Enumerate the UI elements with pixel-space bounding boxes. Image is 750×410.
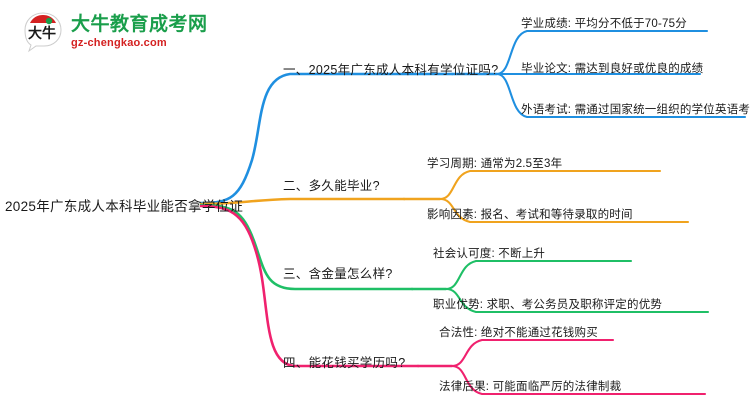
branch-3-child-1-connector (444, 259, 633, 291)
root-node[interactable]: 2025年广东成人本科毕业能否拿学位证 (5, 199, 244, 214)
branch-4-child-1-connector (450, 338, 615, 368)
root-to-branch-2-connector (199, 197, 406, 206)
leaf-node-1-1[interactable]: 学业成绩: 平均分不低于70-75分 (521, 18, 687, 30)
branch-4-child-2-connector (450, 364, 707, 396)
leaf-node-1-3[interactable]: 外语考试: 需通过国家统一组织的学位英语考试 (521, 104, 750, 116)
leaf-node-1-2[interactable]: 毕业论文: 需达到良好或优良的成绩 (521, 63, 704, 75)
branch-1-child-1-connector (495, 29, 709, 76)
branch-node-1[interactable]: 一、2025年广东成人本科有学位证吗? (283, 63, 499, 77)
branch-1-child-3-connector (495, 72, 747, 119)
branch-3-child-2-connector (444, 287, 710, 314)
site-logo[interactable]: 大牛 大牛教育成考网 gz-chengkao.com (22, 11, 208, 53)
leaf-node-4-1[interactable]: 合法性: 绝对不能通过花钱购买 (439, 327, 598, 339)
leaf-node-2-2[interactable]: 影响因素: 报名、考试和等待录取的时间 (427, 209, 633, 221)
branch-2-child-1-connector (438, 169, 662, 201)
leaf-node-3-1[interactable]: 社会认可度: 不断上升 (433, 248, 546, 260)
branch-node-3[interactable]: 三、含金量怎么样? (283, 267, 393, 281)
leaf-node-2-1[interactable]: 学习周期: 通常为2.5至3年 (427, 158, 563, 170)
branch-node-2[interactable]: 二、多久能毕业? (283, 179, 380, 193)
root-to-branch-3-connector (199, 203, 414, 291)
branch-node-4[interactable]: 四、能花钱买学历吗? (283, 356, 406, 370)
leaf-node-4-2[interactable]: 法律后果: 可能面临严厉的法律制裁 (439, 381, 622, 393)
daniu-circle-logo-icon: 大牛 (22, 11, 64, 53)
root-to-branch-4-connector (199, 204, 420, 368)
branch-2-child-2-connector (438, 197, 690, 224)
logo-subtitle: gz-chengkao.com (71, 37, 167, 49)
logo-title: 大牛教育成考网 (71, 14, 208, 35)
root-to-branch-1-connector (199, 72, 454, 205)
leaf-node-3-2[interactable]: 职业优势: 求职、考公务员及职称评定的优势 (433, 299, 663, 311)
svg-text:大牛: 大牛 (28, 25, 56, 41)
